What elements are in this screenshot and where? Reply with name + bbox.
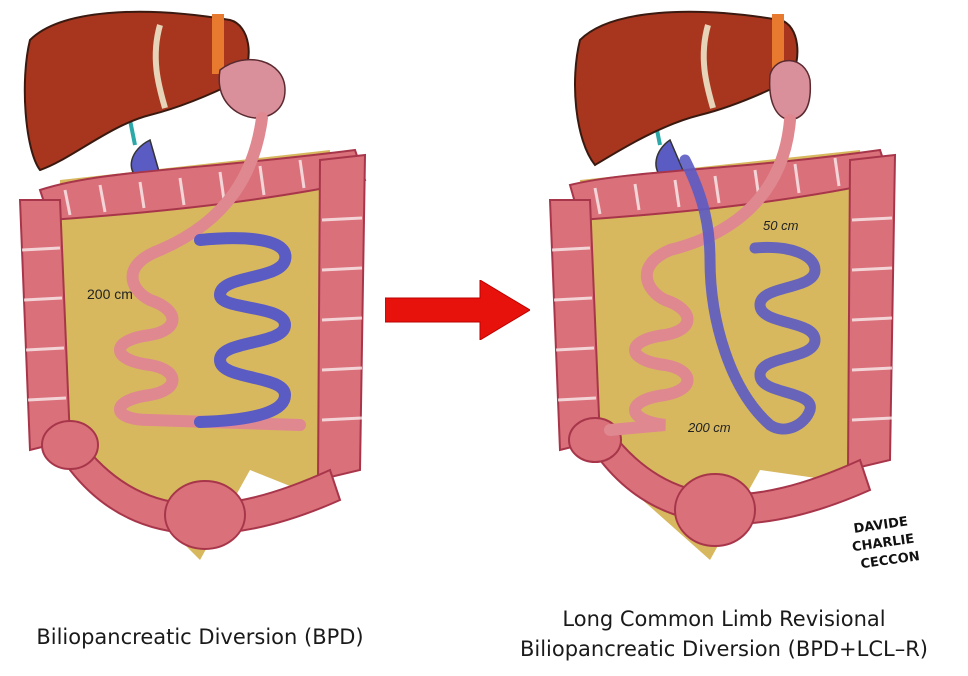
lower-limb-label: 200 cm [688, 420, 731, 435]
right-caption-line-2: Biliopancreatic Diversion (BPD+LCL–R) [480, 634, 968, 664]
left-caption: Biliopancreatic Diversion (BPD) [0, 622, 400, 652]
stomach-pouch [770, 61, 811, 120]
liver [575, 12, 797, 165]
bile-duct [130, 120, 135, 145]
upper-limb-label: 50 cm [763, 218, 798, 233]
transition-arrow [385, 280, 530, 340]
right-caption: Long Common Limb Revisional Biliopancrea… [480, 604, 968, 664]
artist-signature: DAVIDE CHARLIE CECCON [850, 508, 930, 578]
stomach-pouch [219, 60, 285, 118]
esophagus-marker [212, 14, 224, 74]
bpd-lcl-r-illustration [540, 0, 968, 580]
right-caption-line-1: Long Common Limb Revisional [480, 604, 968, 634]
bpd-illustration [0, 0, 390, 580]
common-limb-label: 200 cm [87, 286, 133, 302]
